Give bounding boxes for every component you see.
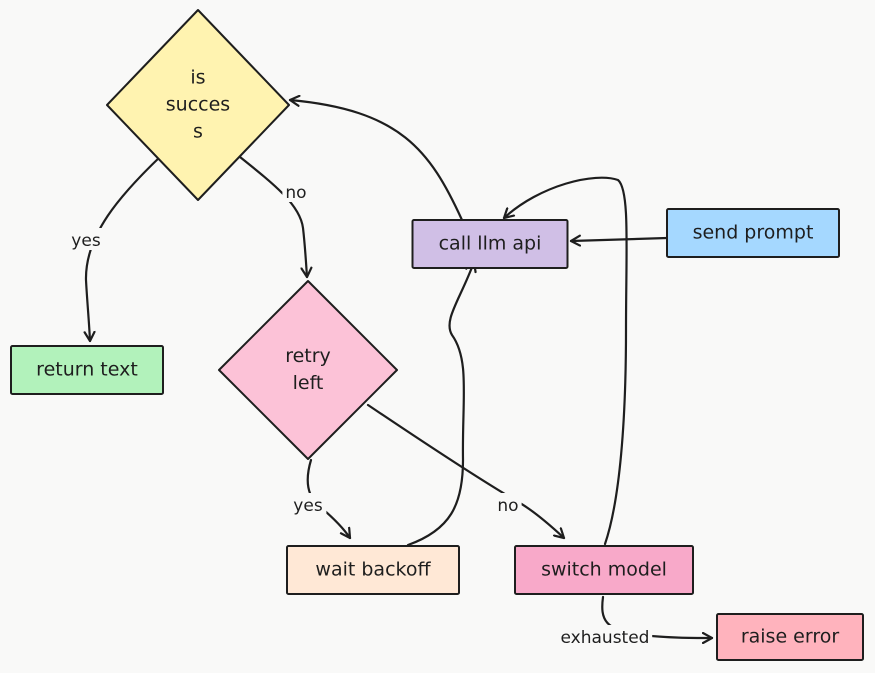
edge-labels-layer: yes no yes no exhausted xyxy=(67,180,653,648)
node-call-llm-api-box xyxy=(411,219,569,269)
edge-label-success-no: no xyxy=(282,180,310,203)
node-return-text-box xyxy=(10,345,164,395)
node-call-llm-api-label: call llm api xyxy=(439,233,542,255)
node-send-prompt-label: send prompt xyxy=(693,222,814,244)
node-is-success-label: succes xyxy=(166,94,230,116)
edge-label-text: yes xyxy=(293,496,323,516)
edge-label-text: no xyxy=(285,183,306,203)
edge-send-to-call xyxy=(569,238,669,241)
node-is-success-label: is xyxy=(190,67,205,89)
node-send-prompt-box xyxy=(666,208,840,258)
node-raise-error-label: raise error xyxy=(741,626,840,648)
edge-success-yes xyxy=(86,153,164,343)
node-retry-left-label: retry xyxy=(285,345,331,367)
edge-switch-to-call xyxy=(502,176,628,546)
node-wait-backoff-label: wait backoff xyxy=(315,559,431,581)
node-wait-backoff-box xyxy=(286,545,460,595)
node-call-llm-api[interactable]: call llm api xyxy=(411,219,569,269)
node-is-success-diamond xyxy=(106,9,290,201)
node-switch-model-label: switch model xyxy=(541,559,667,581)
edge-label-bg xyxy=(282,180,310,202)
edge-label-switch-exhausted: exhausted xyxy=(557,625,653,648)
node-retry-left[interactable]: retry left xyxy=(218,280,398,460)
edge-label-success-yes: yes xyxy=(67,228,105,251)
edge-label-bg xyxy=(557,625,653,647)
node-return-text-label: return text xyxy=(36,359,138,381)
edge-label-text: no xyxy=(497,496,518,516)
node-retry-left-label: left xyxy=(293,372,324,394)
node-switch-model[interactable]: switch model xyxy=(514,545,694,595)
edge-label-retry-yes: yes xyxy=(289,493,327,516)
node-is-success[interactable]: is succes s xyxy=(106,9,290,201)
edge-label-bg xyxy=(67,228,105,250)
edge-call-to-success xyxy=(288,100,464,222)
edge-success-no xyxy=(238,155,307,279)
node-raise-error[interactable]: raise error xyxy=(716,613,864,661)
edge-label-bg xyxy=(289,493,327,515)
edge-retry-no xyxy=(366,403,566,540)
node-wait-backoff[interactable]: wait backoff xyxy=(286,545,460,595)
edge-wait-to-call xyxy=(406,260,474,547)
node-return-text[interactable]: return text xyxy=(10,345,164,395)
node-raise-error-box xyxy=(716,613,864,661)
nodes-layer: is succes s call llm api send prompt return t… xyxy=(10,9,864,661)
node-switch-model-box xyxy=(514,545,694,595)
edge-label-bg xyxy=(494,493,522,515)
node-send-prompt[interactable]: send prompt xyxy=(666,208,840,258)
edge-label-text: exhausted xyxy=(561,628,650,648)
edge-label-text: yes xyxy=(71,231,101,251)
edge-label-retry-no: no xyxy=(494,493,522,516)
node-retry-left-diamond xyxy=(218,280,398,460)
node-is-success-label: s xyxy=(193,121,203,143)
